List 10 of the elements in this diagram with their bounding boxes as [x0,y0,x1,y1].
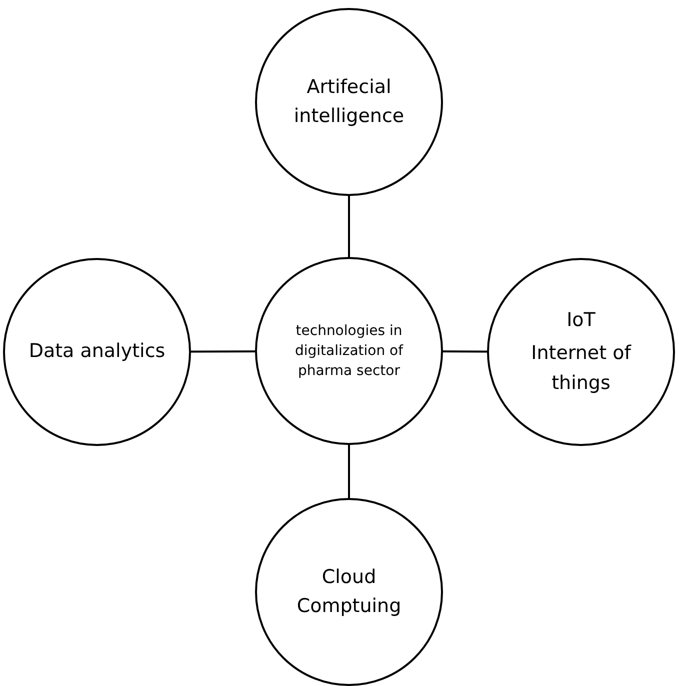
connector-line [443,350,487,353]
circle-label: Internet of things [530,341,632,396]
connector-line [191,350,255,353]
circle-label: Artifecial intelligence [292,74,406,129]
connector-line [348,445,350,498]
circle-label: IoT [566,308,596,333]
circle-label: Data analytics [28,339,166,364]
circle-label: Cloud Comptuing [296,564,402,619]
circle-label: technologies in digitalization of pharma sector [294,322,404,382]
connector-line [348,196,350,257]
